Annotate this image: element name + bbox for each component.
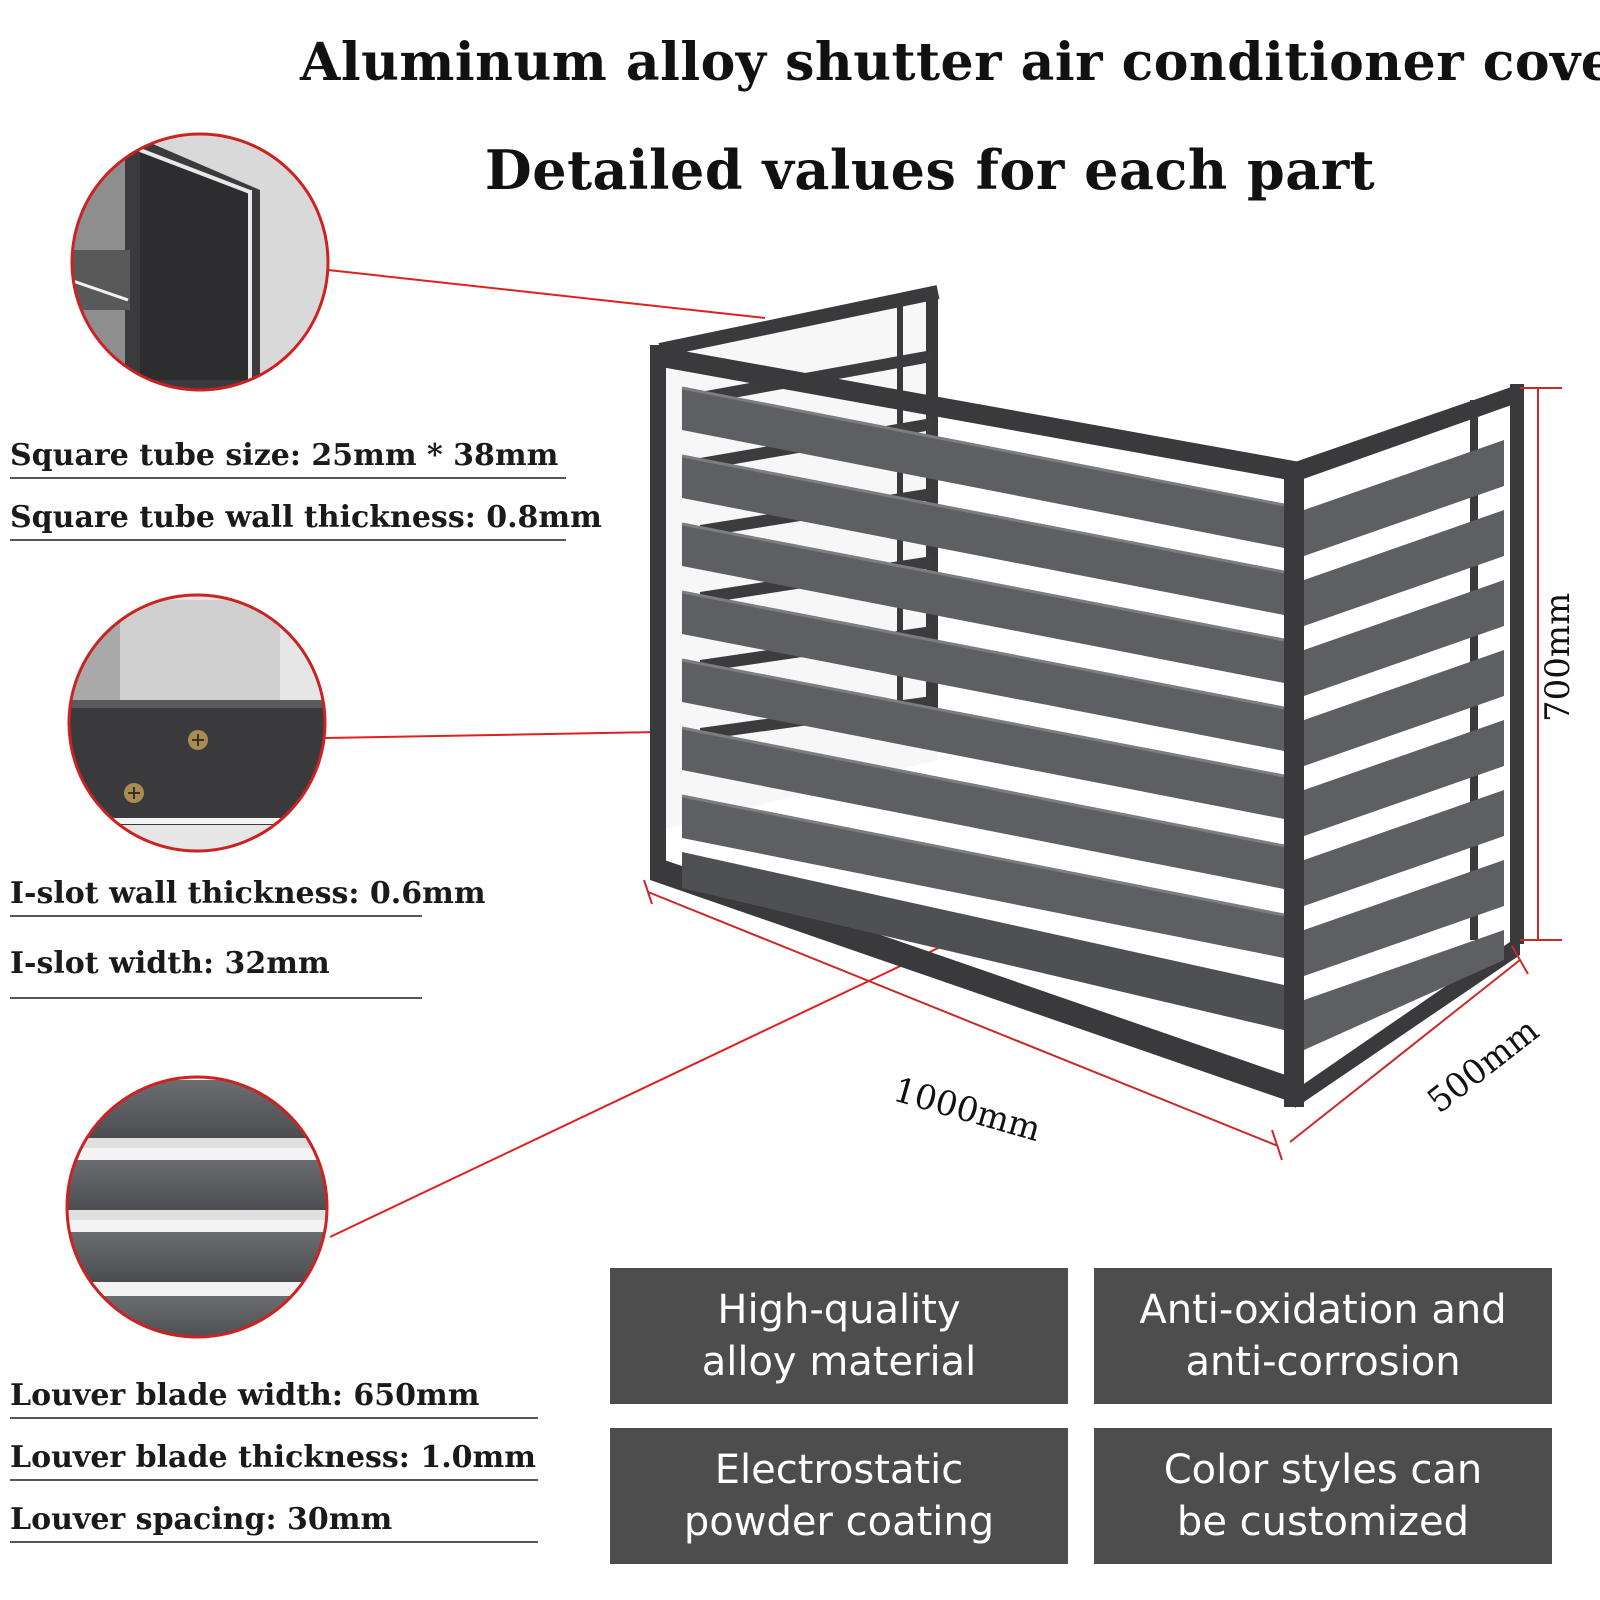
spec-louver-blade-width: Louver blade width: 650mm: [10, 1378, 538, 1419]
air-conditioner-cover-image: [650, 285, 1524, 1110]
page-title: Aluminum alloy shutter air conditioner c…: [300, 32, 1600, 93]
page-subtitle: Detailed values for each part: [484, 138, 1376, 202]
callout-line-louver: [329, 921, 994, 1238]
spec-islot-wall-thickness: I-slot wall thickness: 0.6mm: [10, 876, 486, 917]
feature-text-custom-color: Color styles can be customized: [1163, 1447, 1483, 1545]
feature-text-powder-coating: Electrostatic powder coating: [683, 1447, 995, 1545]
feature-text-anti-corrosion: Anti-oxidation and anti-corrosion: [1139, 1287, 1507, 1385]
callout-line-islot: [324, 731, 661, 739]
callout-lines: [324, 269, 994, 1238]
spec-square-tube-wall-thickness: Square tube wall thickness: 0.8mm: [10, 500, 602, 541]
feature-badge-alloy: High-quality alloy material: [610, 1268, 1068, 1404]
feature-badge-anti-corrosion: Anti-oxidation and anti-corrosion: [1094, 1268, 1552, 1404]
callout-line-square-tube: [327, 269, 766, 319]
feature-badge-custom-color: Color styles can be customized: [1094, 1428, 1552, 1564]
square-tube-detail-image: [70, 132, 330, 392]
feature-text-alloy: High-quality alloy material: [701, 1287, 977, 1385]
feature-badge-powder-coating: Electrostatic powder coating: [610, 1428, 1068, 1564]
height-dimension-label: 700mm: [1538, 592, 1578, 722]
spec-louver-blade-thickness: Louver blade thickness: 1.0mm: [10, 1440, 538, 1481]
louver-detail-image: [65, 1075, 329, 1339]
spec-louver-spacing: Louver spacing: 30mm: [10, 1502, 538, 1543]
islot-detail-image: [67, 593, 327, 853]
spec-square-tube-size: Square tube size: 25mm * 38mm: [10, 438, 566, 479]
dimension-lines: [643, 387, 1562, 1161]
spec-islot-width: I-slot width: 32mm: [10, 946, 422, 999]
